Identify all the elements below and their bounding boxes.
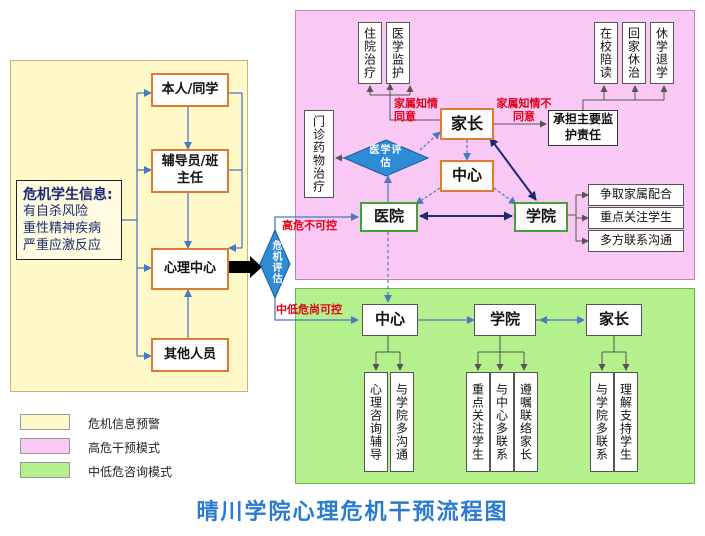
parent-box-green: 家长 [586, 304, 642, 336]
legend-label-warning: 危机信息预警 [88, 417, 161, 431]
parent-action-col: 与学院多联系 [590, 372, 614, 472]
counselor-box: 辅导员/班主任 [151, 149, 229, 193]
diagram-title: 晴川学院心理危机干预流程图 [196, 500, 509, 525]
crisis-eval-diamond [259, 228, 291, 300]
crisis-info-box: 危机学生信息: 有自杀风险 重性精神疾病 严重应激反应 [16, 180, 122, 260]
college-action-col: 与中心多联系 [490, 372, 514, 472]
medical-eval-label: 医学评估 [369, 145, 403, 169]
center-box-green: 中心 [362, 304, 418, 336]
legend-swatch-high-risk [20, 438, 70, 454]
consent-label: 家属知情同意 [394, 97, 438, 123]
med-supervise-col: 医学监护 [386, 22, 410, 84]
legend-swatch-low-risk [20, 462, 70, 478]
parent-action-col: 理解支持学生 [614, 372, 638, 472]
college-action-box: 多方联系沟通 [588, 230, 684, 252]
psych-center-box: 心理中心 [151, 248, 229, 290]
college-box-green: 学院 [474, 304, 536, 336]
crisis-info-line: 有自杀风险 [23, 203, 89, 219]
crisis-eval-label: 危机评估 [270, 240, 281, 284]
school-opt-col: 在校陪读 [594, 22, 618, 84]
crisis-info-heading: 危机学生信息: [23, 186, 113, 203]
other-persons-box: 其他人员 [151, 338, 229, 372]
center-action-col: 心理咨询辅导 [364, 372, 388, 472]
school-opt-col: 回家休治 [622, 22, 646, 84]
crisis-info-line: 严重应激反应 [23, 237, 102, 253]
hospitalize-col: 住院治疗 [358, 22, 382, 84]
legend-label-low-risk: 中低危咨询模式 [88, 465, 173, 479]
college-action-box: 重点关注学生 [588, 207, 684, 229]
crisis-info-line: 重性精神疾病 [23, 220, 102, 236]
college-action-col: 遵嘱联络家长 [514, 372, 538, 472]
college-action-col: 重点关注学生 [466, 372, 490, 472]
low-risk-label: 中低危尚可控 [276, 303, 342, 316]
high-risk-label: 高危不可控 [282, 219, 337, 232]
responsibility-box: 承担主要监护责任 [548, 110, 618, 146]
parent-box: 家长 [440, 108, 494, 140]
legend-label-high-risk: 高危干预模式 [88, 441, 161, 455]
self-classmate-box: 本人/同学 [151, 73, 229, 107]
school-opt-col: 休学退学 [650, 22, 674, 84]
outpatient-col: 门诊药物治疗 [304, 110, 334, 198]
legend-swatch-warning [20, 414, 70, 430]
disagree-label: 家属知情不同意 [496, 97, 552, 123]
hospital-box: 医院 [360, 202, 418, 232]
center-action-col: 与学院多沟通 [390, 372, 414, 472]
center-box-pink: 中心 [440, 160, 494, 192]
college-action-box: 争取家属配合 [588, 184, 684, 206]
medical-eval-diamond [342, 139, 430, 177]
college-box-pink: 学院 [514, 202, 568, 232]
